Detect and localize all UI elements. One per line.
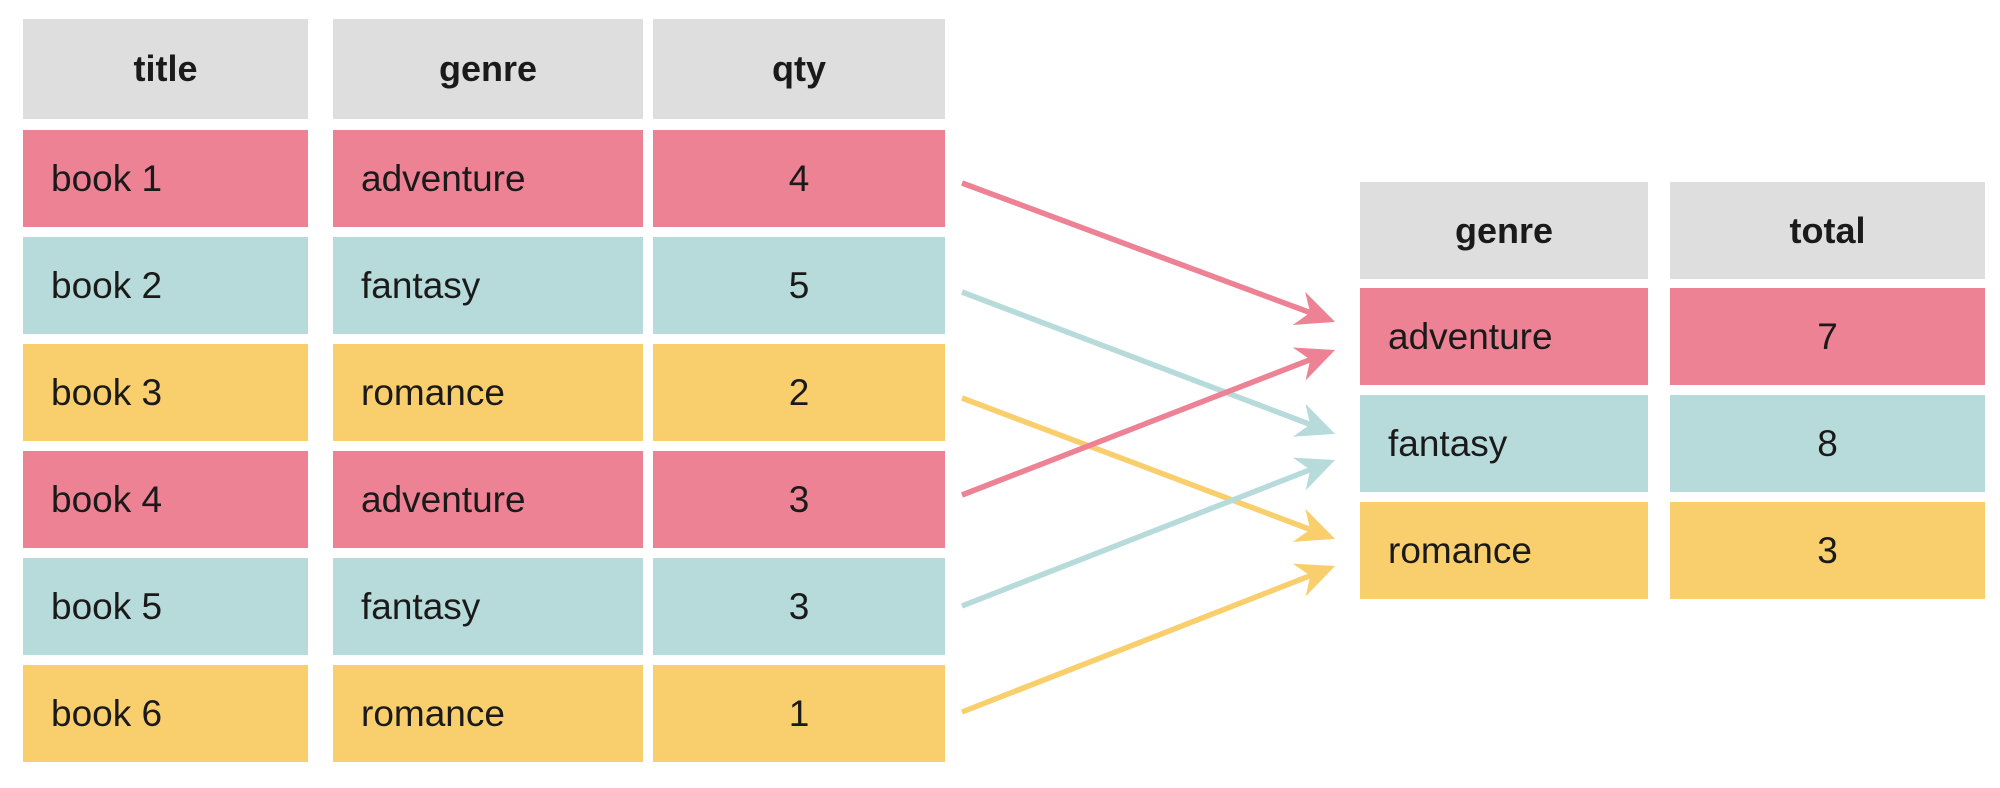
arrow-book4-to-adventure — [961, 347, 1336, 498]
result-header-total: total — [1670, 182, 1985, 279]
result-cell-genre: adventure — [1360, 288, 1648, 385]
source-cell-qty: 4 — [653, 130, 945, 227]
source-header-title: title — [23, 19, 308, 119]
source-cell-qty: 1 — [653, 665, 945, 762]
source-cell-genre: adventure — [333, 451, 643, 548]
source-cell-title: book 4 — [23, 451, 308, 548]
source-cell-title: book 3 — [23, 344, 308, 441]
arrow-book5-to-fantasy — [960, 457, 1336, 609]
source-cell-title: book 6 — [23, 665, 308, 762]
arrow-book6-to-romance — [960, 563, 1336, 715]
source-cell-genre: romance — [333, 344, 643, 441]
source-cell-genre: adventure — [333, 130, 643, 227]
arrow-book2-to-fantasy — [961, 289, 1336, 437]
arrow-book3-to-romance — [961, 395, 1336, 542]
source-cell-qty: 5 — [653, 237, 945, 334]
source-cell-genre: fantasy — [333, 237, 643, 334]
source-cell-title: book 5 — [23, 558, 308, 655]
source-cell-genre: romance — [333, 665, 643, 762]
source-cell-title: book 2 — [23, 237, 308, 334]
source-cell-qty: 3 — [653, 558, 945, 655]
result-cell-genre: fantasy — [1360, 395, 1648, 492]
source-cell-title: book 1 — [23, 130, 308, 227]
result-cell-genre: romance — [1360, 502, 1648, 599]
source-cell-qty: 2 — [653, 344, 945, 441]
arrow-book1-to-adventure — [961, 180, 1336, 326]
result-cell-total: 8 — [1670, 395, 1985, 492]
result-cell-total: 7 — [1670, 288, 1985, 385]
source-cell-genre: fantasy — [333, 558, 643, 655]
result-cell-total: 3 — [1670, 502, 1985, 599]
source-header-genre: genre — [333, 19, 643, 119]
result-header-genre: genre — [1360, 182, 1648, 279]
source-header-qty: qty — [653, 19, 945, 119]
source-cell-qty: 3 — [653, 451, 945, 548]
